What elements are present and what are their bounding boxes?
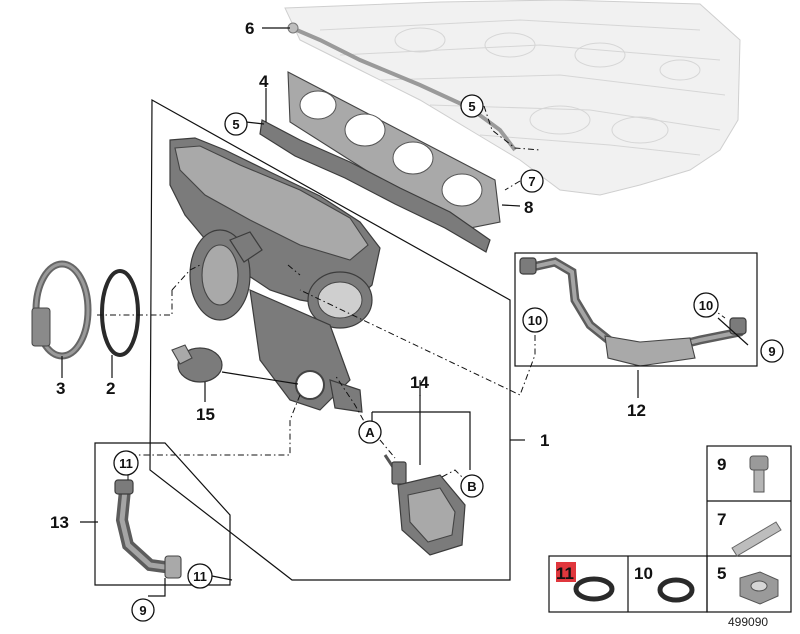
- part-3-v-band-clamp: [31, 260, 92, 360]
- callout-3: 3: [56, 379, 65, 398]
- callout-labels: 1 2 3 4 6 8 12 13 14 15: [50, 19, 646, 532]
- svg-text:10: 10: [528, 313, 542, 328]
- callout-6: 6: [245, 19, 254, 38]
- nut-icon: [739, 571, 779, 605]
- part-14-electric-actuator: [383, 454, 466, 556]
- circled-callout-11-bottom: 11: [187, 563, 213, 589]
- callout-2: 2: [106, 379, 115, 398]
- svg-text:11: 11: [119, 456, 133, 471]
- circled-callout-b: B: [460, 474, 484, 498]
- callout-8: 8: [524, 198, 533, 217]
- legend-cell-10: 10: [634, 564, 695, 603]
- dowel-pin-icon: [731, 521, 782, 557]
- svg-text:10: 10: [634, 564, 653, 583]
- svg-text:5: 5: [232, 117, 239, 132]
- svg-text:7: 7: [717, 510, 726, 529]
- svg-text:11: 11: [193, 569, 207, 584]
- svg-text:11: 11: [556, 564, 574, 583]
- circled-callout-7: 7: [520, 169, 544, 193]
- o-ring-icon: [573, 576, 615, 602]
- callout-13: 13: [50, 513, 69, 532]
- diagram-reference-number: 499090: [728, 615, 768, 629]
- svg-text:9: 9: [139, 603, 146, 618]
- circled-callout-9-oil-line: 9: [760, 339, 784, 363]
- circled-callout-5-left: 5: [224, 112, 248, 136]
- callout-4: 4: [259, 72, 269, 91]
- svg-text:5: 5: [468, 99, 475, 114]
- svg-text:A: A: [365, 425, 375, 440]
- circled-callout-10-oil-line-left: 10: [522, 307, 548, 333]
- part-13-subgroup-box: [94, 442, 231, 586]
- svg-text:B: B: [467, 479, 476, 494]
- circled-callout-11-top: 11: [113, 450, 139, 476]
- svg-text:5: 5: [717, 564, 726, 583]
- legend-cell-11: 11: [556, 562, 615, 602]
- svg-text:10: 10: [699, 298, 713, 313]
- circled-callout-5-right: 5: [460, 94, 484, 118]
- part-4-heat-shield: [259, 119, 491, 253]
- legend-cell-9: 9: [717, 455, 769, 493]
- circled-callout-a-upper: A: [358, 420, 382, 444]
- part-12-subgroup-box: [514, 252, 758, 367]
- part-12-oil-line: [519, 257, 747, 367]
- part-8-manifold-gasket: [287, 71, 501, 231]
- leader-lines: [61, 27, 749, 597]
- callout-15: 15: [196, 405, 215, 424]
- callout-12: 12: [627, 401, 646, 420]
- legend-cell-5: 5: [717, 564, 779, 605]
- callout-14: 14: [410, 373, 429, 392]
- bolt-icon: [749, 455, 769, 493]
- svg-text:9: 9: [717, 455, 726, 474]
- o-ring-icon: [657, 577, 695, 603]
- small-parts-legend: 9 7 11 10 5: [548, 445, 792, 613]
- svg-text:9: 9: [768, 344, 775, 359]
- legend-cell-7: 7: [717, 510, 782, 557]
- part-13-pipe: [114, 479, 182, 579]
- circled-callout-10-oil-line-right: 10: [693, 292, 719, 318]
- circled-callouts: 5 5 7 9 10 10 11 11: [113, 94, 784, 622]
- callout-1: 1: [540, 431, 549, 450]
- svg-text:7: 7: [528, 174, 535, 189]
- circled-callout-9-pipe: 9: [131, 598, 155, 622]
- part-2-seal-ring: [100, 269, 140, 357]
- part-15-actuator: [171, 344, 299, 385]
- cylinder-head-illustration: [284, 0, 741, 196]
